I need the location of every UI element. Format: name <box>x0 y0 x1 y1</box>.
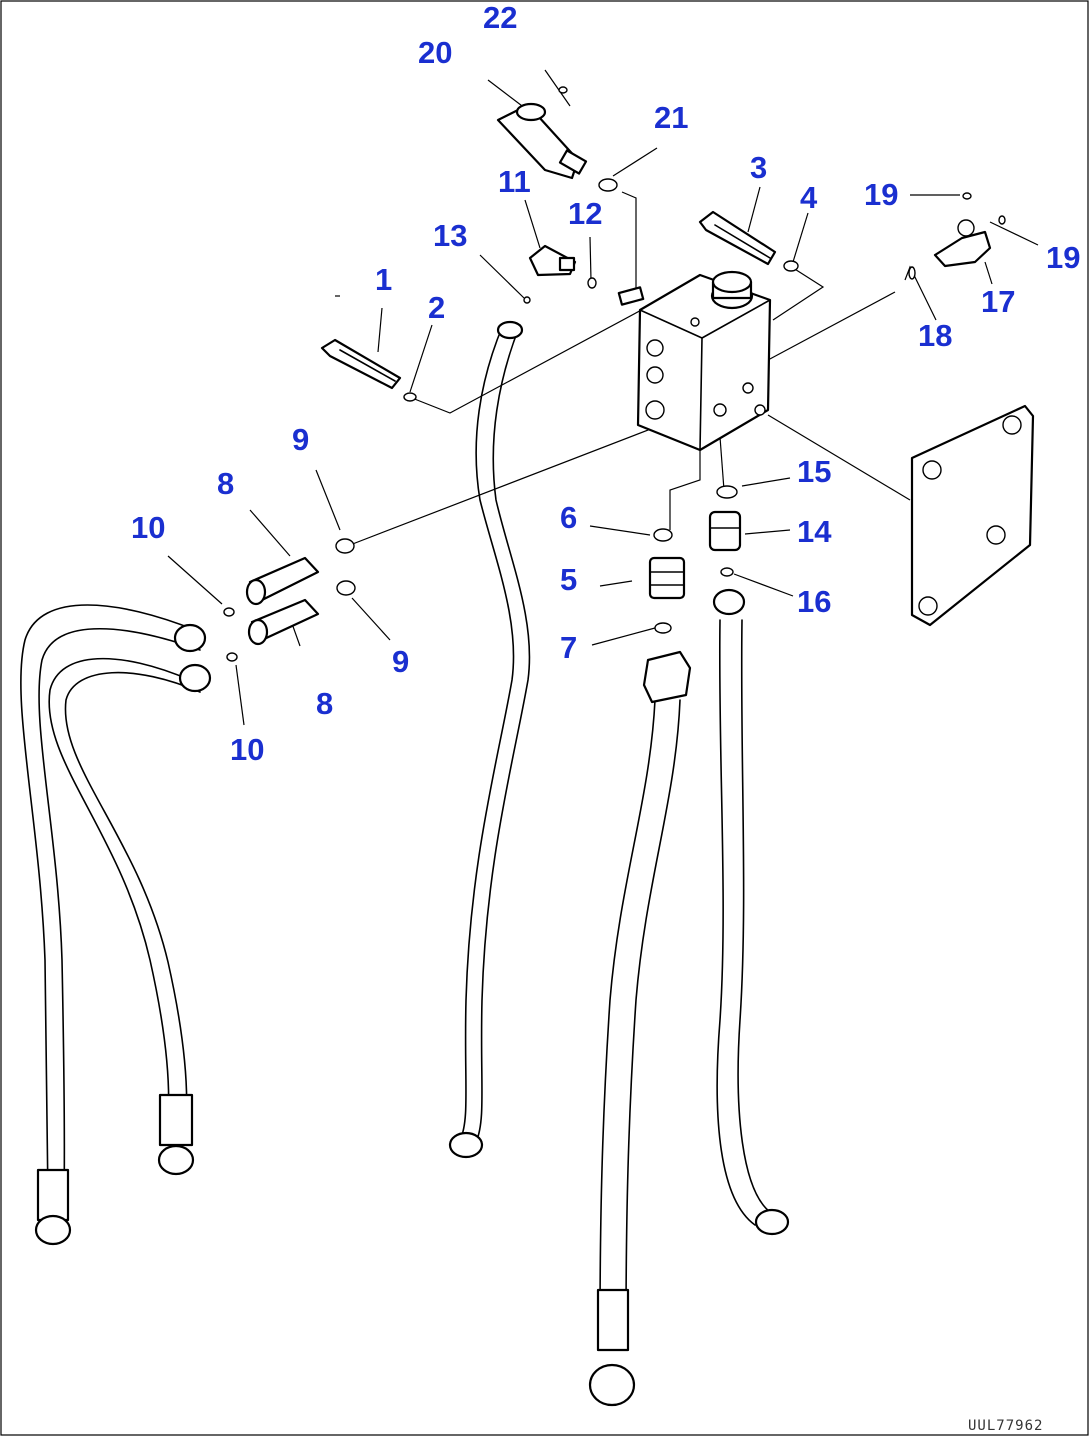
callout-17: 17 <box>981 284 1015 319</box>
callout-12: 12 <box>568 196 602 231</box>
o-ring-19-right <box>998 215 1006 225</box>
callout-10-lower: 10 <box>230 732 264 767</box>
callout-3: 3 <box>750 150 767 185</box>
o-ring-7 <box>654 622 672 634</box>
o-ring-19-top <box>962 192 972 200</box>
o-ring-13 <box>523 296 531 304</box>
adapter-5 <box>648 556 686 600</box>
mounting-plate <box>910 404 1035 627</box>
o-ring-9-lower <box>336 580 356 596</box>
callout-19-right: 19 <box>1046 240 1080 275</box>
callout-9-lower: 9 <box>392 644 409 679</box>
sensor-20 <box>496 102 588 180</box>
callout-16: 16 <box>797 584 831 619</box>
callout-15: 15 <box>797 454 831 489</box>
callout-labels: 1 2 3 4 5 6 7 8 8 9 9 10 10 11 12 13 14 … <box>131 0 1080 767</box>
callout-14: 14 <box>797 514 832 549</box>
hose-lower-middle <box>48 657 212 1176</box>
o-ring-15 <box>716 485 738 499</box>
washer-2 <box>403 392 417 402</box>
valve-block <box>617 270 772 452</box>
quick-coupling-8-upper <box>245 556 320 606</box>
callout-1: 1 <box>375 262 392 297</box>
washer-4 <box>783 260 799 272</box>
callout-6: 6 <box>560 500 577 535</box>
callout-2: 2 <box>428 290 445 325</box>
callout-4: 4 <box>800 180 818 215</box>
fitting-11 <box>528 244 577 277</box>
callout-21: 21 <box>654 100 688 135</box>
callout-9-upper: 9 <box>292 422 309 457</box>
bolt-1 <box>320 338 402 390</box>
leader-lines <box>167 69 1039 726</box>
callout-11: 11 <box>498 164 531 199</box>
callout-10-upper: 10 <box>131 510 165 545</box>
callout-22: 22 <box>483 0 517 35</box>
tee-fitting-17 <box>933 219 992 268</box>
plug-18 <box>908 266 916 280</box>
hose-right-long <box>588 650 692 1407</box>
o-ring-21 <box>598 178 618 192</box>
document-number: UUL77962 <box>968 1418 1043 1434</box>
o-ring-6 <box>653 528 673 542</box>
callout-8-upper: 8 <box>217 466 234 501</box>
callout-7: 7 <box>560 630 577 665</box>
hose-center <box>448 320 531 1159</box>
o-ring-10-lower <box>226 652 238 662</box>
quick-coupling-8-lower <box>247 598 320 646</box>
hose-right-short <box>712 588 790 1236</box>
o-ring-22 <box>558 86 568 94</box>
callout-8-lower: 8 <box>316 686 333 721</box>
o-ring-9-upper <box>335 538 355 554</box>
bolt-3 <box>698 210 777 266</box>
o-ring-12 <box>587 277 597 289</box>
o-ring-10-upper <box>223 607 235 617</box>
o-ring-16 <box>720 567 734 577</box>
callout-13: 13 <box>433 218 467 253</box>
callout-20: 20 <box>418 35 452 70</box>
callout-5: 5 <box>560 562 577 597</box>
hose-lower-left <box>20 604 207 1246</box>
elbow-14 <box>708 510 742 552</box>
callout-19-left: 19 <box>864 177 898 212</box>
callout-18: 18 <box>918 318 952 353</box>
